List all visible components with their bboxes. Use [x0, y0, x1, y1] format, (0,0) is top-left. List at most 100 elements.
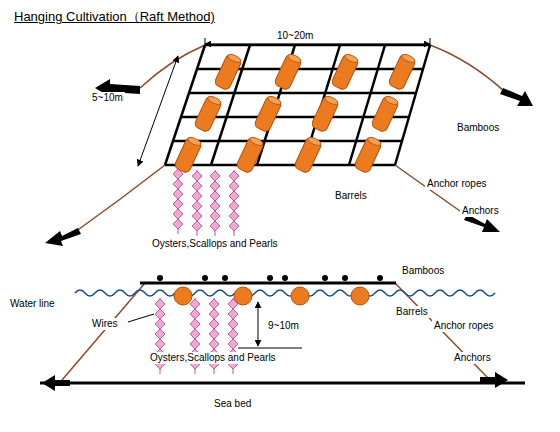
shellfish: [155, 309, 165, 319]
dimension-line: [205, 44, 430, 45]
bamboo-ends: [157, 275, 383, 281]
barrel: [388, 52, 417, 90]
barrel-end: [227, 53, 242, 64]
shellfish: [192, 181, 202, 191]
bamboo-grid: [165, 45, 430, 165]
barrel-body: [311, 95, 340, 133]
barrel-body: [236, 136, 265, 174]
bamboo-end: [322, 275, 328, 281]
shellfish: [192, 171, 202, 181]
diagram-title: Hanging Cultivation（Raft Method): [14, 8, 215, 26]
shellfish: [210, 201, 220, 211]
barrel-end: [324, 95, 339, 106]
shellfish: [228, 329, 238, 339]
part-label: Anchors: [452, 352, 493, 364]
shellfish: [192, 191, 202, 201]
barrel-body: [194, 95, 223, 133]
shellfish: [210, 211, 220, 221]
barrel-body: [331, 53, 360, 91]
barrel-end: [287, 53, 302, 64]
shellfish: [229, 171, 239, 181]
part-label: Anchors: [460, 205, 501, 217]
shellfish: [190, 319, 200, 329]
barrel: [194, 94, 223, 132]
bamboo-beam: [140, 282, 396, 285]
part-label: Anchor ropes: [425, 178, 488, 190]
bamboo-end: [267, 275, 273, 281]
bamboo-end: [222, 275, 228, 281]
barrel: [236, 135, 265, 173]
barrel-end: [207, 95, 222, 106]
barrel: [254, 94, 283, 132]
part-label: Wires: [90, 318, 120, 330]
shellfish: [173, 179, 183, 189]
shellfish: [190, 329, 200, 339]
part-label: 9~10m: [266, 320, 301, 332]
shellfish: [209, 309, 219, 319]
barrel-body: [214, 53, 243, 91]
shellfish: [210, 181, 220, 191]
shellfish: [192, 221, 202, 231]
barrel-end: [307, 136, 322, 147]
shellfish: [209, 339, 219, 349]
shellfish: [190, 299, 200, 309]
shellfish: [190, 309, 200, 319]
part-label: Sea bed: [212, 398, 253, 410]
bamboo-end: [202, 275, 208, 281]
barrel-body: [388, 53, 417, 91]
barrel: [174, 287, 192, 305]
shellfish: [173, 199, 183, 209]
barrel: [354, 135, 383, 173]
barrel: [294, 135, 323, 173]
barrel-end: [249, 136, 264, 147]
shellfish: [173, 189, 183, 199]
shellfish: [173, 219, 183, 229]
anchor-rope: [75, 45, 505, 232]
part-label: Anchor ropes: [432, 320, 495, 332]
part-label: 10~20m: [275, 30, 315, 42]
barrel-body: [371, 95, 400, 133]
hanging-strands: [173, 168, 239, 236]
barrel-body: [274, 53, 303, 91]
bamboo-pole: [189, 92, 416, 95]
part-label: Bamboos: [455, 122, 501, 134]
barrel-body: [294, 136, 323, 174]
sea-bed: [40, 382, 525, 385]
shellfish: [155, 329, 165, 339]
part-label: Water line: [8, 298, 57, 310]
part-label: Bamboos: [400, 265, 446, 277]
shellfish: [228, 309, 238, 319]
shellfish: [229, 181, 239, 191]
shellfish: [209, 329, 219, 339]
shellfish: [210, 191, 220, 201]
part-label: 5~10m: [90, 92, 125, 104]
shellfish: [209, 299, 219, 309]
anchor-arrow: [42, 372, 508, 391]
dimension-tick: [238, 348, 302, 349]
shellfish: [173, 209, 183, 219]
barrel: [274, 52, 303, 90]
shellfish: [229, 211, 239, 221]
barrel-end: [367, 136, 382, 147]
barrel: [311, 94, 340, 132]
part-label: Oysters,Scallops and Pearls: [148, 352, 278, 364]
barrel-body: [354, 136, 383, 174]
shellfish: [228, 299, 238, 309]
barrel: [214, 52, 243, 90]
barrel: [371, 94, 400, 132]
shellfish: [155, 339, 165, 349]
shellfish: [155, 299, 165, 309]
barrel-end: [267, 95, 282, 106]
shellfish: [229, 191, 239, 201]
shellfish: [210, 171, 220, 181]
leader-line: [128, 314, 154, 322]
barrel: [351, 287, 369, 305]
part-label: Barrels: [394, 306, 430, 318]
barrel-end: [384, 95, 399, 106]
bamboo-pole: [205, 44, 430, 47]
barrel-group: [174, 52, 417, 173]
barrel-body: [254, 95, 283, 133]
shellfish: [228, 339, 238, 349]
shellfish: [155, 319, 165, 329]
bamboo-end: [342, 275, 348, 281]
